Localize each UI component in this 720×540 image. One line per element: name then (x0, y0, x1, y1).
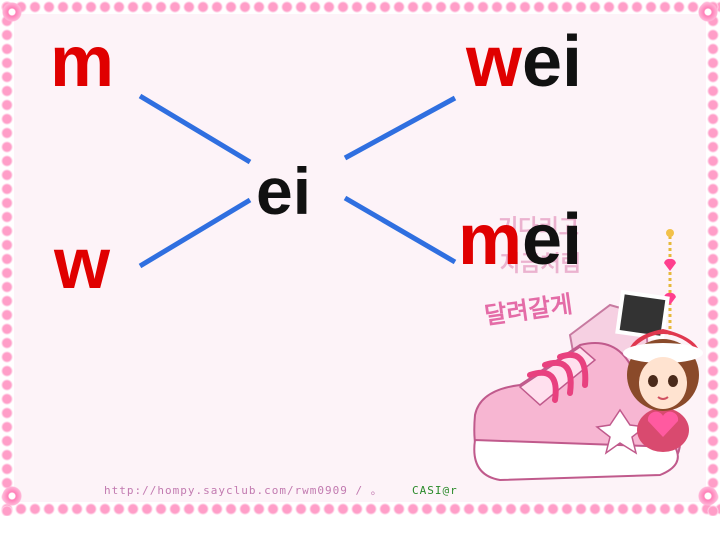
decorative-korean-text: 기다리고 (498, 216, 579, 241)
syllable-final: ei (522, 200, 583, 280)
final-ei: ei (256, 154, 312, 228)
bead-border-left (0, 0, 14, 516)
bead-border-right (706, 0, 720, 516)
sneaker-girl-illustration (473, 229, 703, 482)
syllable-wei: wei (466, 26, 582, 98)
initial-w: w (54, 224, 111, 304)
syllable-mei: mei (458, 204, 582, 276)
syllable-initial: m (458, 200, 523, 280)
line-ei-to-wei (343, 95, 457, 161)
corner-flower-icon (2, 2, 22, 22)
line-ei-to-mei (343, 195, 457, 265)
footer-url-text: http://hompy.sayclub.com/rwm0909 / 。 (104, 484, 383, 497)
corner-flower-icon (698, 2, 718, 22)
syllable-initial: w (466, 22, 523, 102)
line-m-to-ei (138, 93, 252, 165)
initial-m: m (50, 22, 115, 102)
footer-brand-text: CASI@r (412, 484, 458, 497)
bead-border-top (0, 0, 720, 14)
line-w-to-ei (138, 197, 252, 269)
decorative-korean-text: 지금처럼 (500, 252, 581, 277)
corner-flower-icon (698, 486, 718, 506)
bead-border-bottom (0, 502, 720, 516)
corner-flower-icon (2, 486, 22, 506)
syllable-final: ei (522, 22, 583, 102)
